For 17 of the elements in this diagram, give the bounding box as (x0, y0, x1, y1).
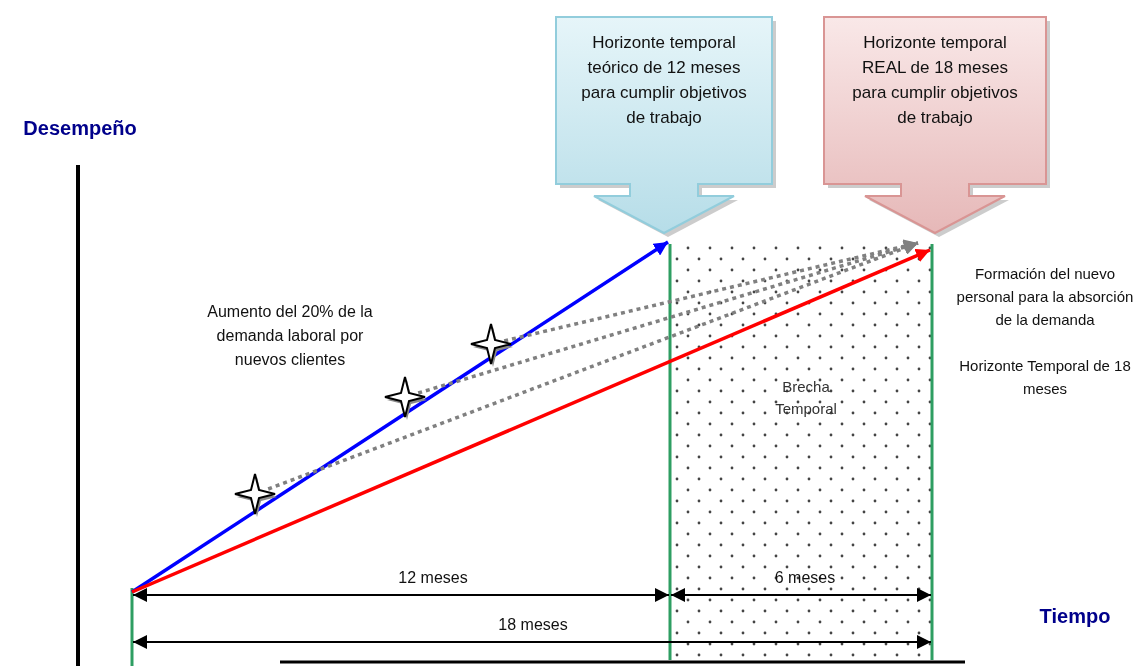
callout-arrow (823, 16, 1047, 234)
dotted-arrow (267, 241, 919, 491)
callout-arrow (555, 16, 773, 234)
axis-title: Desempeño (22, 116, 138, 140)
annotation-text: Formación del nuevo personal para la absorción de la demanda (955, 264, 1135, 330)
dimension-label: 12 meses (397, 568, 469, 588)
dimension-label: 6 meses (773, 568, 837, 588)
axis-title: Tiempo (1038, 604, 1112, 628)
performance-arrow (131, 248, 931, 594)
callout-text: Horizonte temporal REAL de 18 meses para cumplir objetivos de trabajo (851, 32, 1019, 129)
annotation-text: Horizonte Temporal de 18 meses (958, 356, 1132, 399)
annotation-text: Aumento del 20% de la demanda laboral por nuevos clientes (206, 302, 374, 370)
dotted-arrow (503, 239, 919, 343)
dimension-label: 18 meses (497, 615, 569, 635)
callout-text: Horizonte temporal teórico de 12 meses para cumplir objetivos de trabajo (581, 32, 747, 129)
dotted-arrow (417, 240, 919, 395)
gap-label: Brecha Temporal (774, 377, 838, 419)
